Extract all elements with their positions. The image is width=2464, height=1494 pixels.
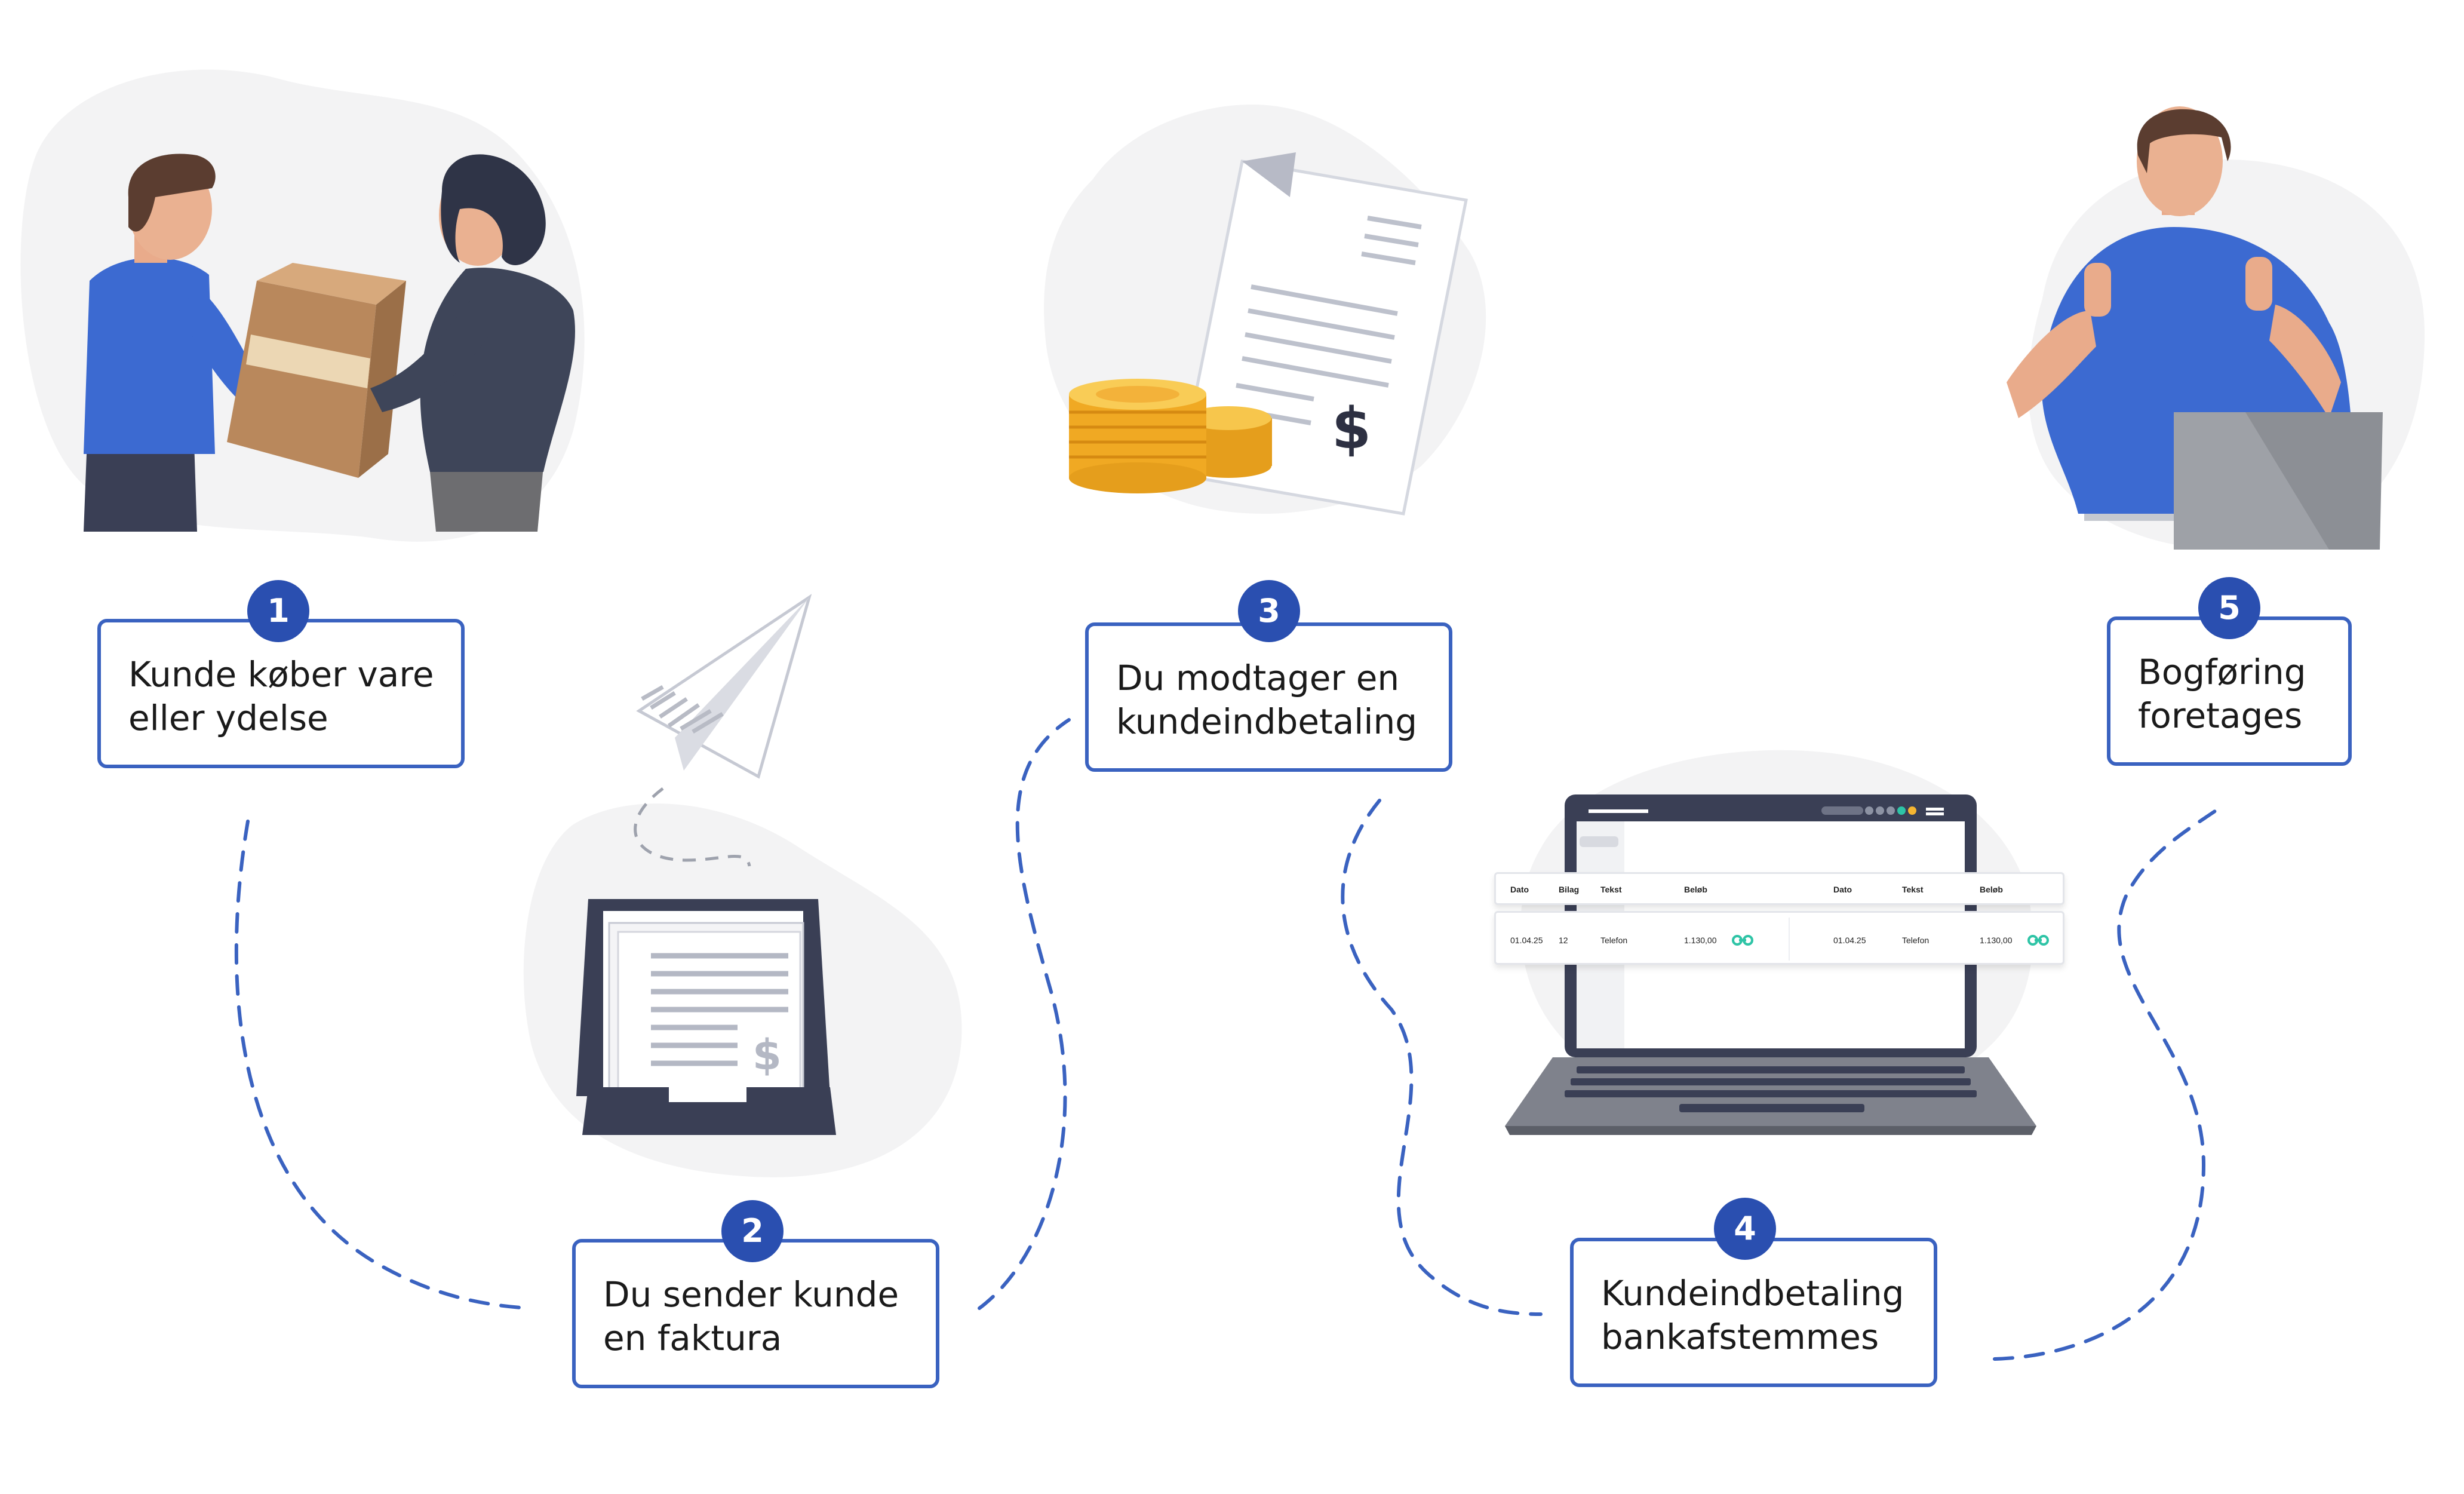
- step-1-description: Kunde køber vare eller ydelse: [128, 654, 434, 738]
- step-5-badge: 5: [2198, 577, 2260, 639]
- step-3-description: Du modtager en kundeindbetaling: [1116, 658, 1418, 742]
- step-3-box: Du modtager en kundeindbetaling: [1085, 622, 1452, 772]
- header-date: Dato: [1510, 885, 1529, 894]
- step-4-badge: 4: [1714, 1198, 1776, 1260]
- header-text: Tekst: [1600, 885, 1622, 894]
- reconciliation-table-row: 01.04.25 12 Telefon 1.130,00 01.04.25 Te…: [1494, 911, 2064, 965]
- row-voucher: 12: [1559, 935, 1568, 945]
- header-bank-amount: Beløb: [1980, 885, 2003, 894]
- coin-stack-icon: [1069, 379, 1272, 493]
- header-amount: Beløb: [1684, 885, 1707, 894]
- step-4-description: Kundeindbetaling bankafstemmes: [1601, 1273, 1904, 1357]
- svg-text:$: $: [752, 1030, 782, 1079]
- svg-text:$: $: [1332, 396, 1371, 462]
- thumbs-up-man-illustration: [2007, 106, 2425, 550]
- step-5-description: Bogføring foretages: [2138, 652, 2306, 736]
- paper-plane-icon: [634, 594, 812, 867]
- step-2-badge: 2: [721, 1200, 784, 1262]
- invoice-tray-icon: $: [576, 899, 836, 1135]
- invoice-tray-illustration: $: [523, 594, 962, 1177]
- step-2-box: Du sender kunde en faktura: [572, 1239, 939, 1388]
- step-1-box: Kunde køber vare eller ydelse: [97, 619, 465, 768]
- step-2-description: Du sender kunde en faktura: [603, 1274, 899, 1358]
- step-5-box: Bogføring foretages: [2107, 616, 2352, 766]
- row-bank-text: Telefon: [1902, 935, 1930, 945]
- link-match-icon: [1732, 935, 1753, 946]
- header-bank-date: Dato: [1833, 885, 1852, 894]
- step-4-box: Kundeindbetaling bankafstemmes: [1570, 1238, 1937, 1387]
- header-voucher: Bilag: [1559, 885, 1580, 894]
- reconciliation-table-header: Dato Bilag Tekst Beløb Dato Tekst Beløb: [1494, 872, 2064, 905]
- invoice-coins-illustration: $: [1044, 105, 1486, 516]
- row-text: Telefon: [1600, 935, 1628, 945]
- header-bank-text: Tekst: [1902, 885, 1924, 894]
- link-match-icon: [2027, 935, 2049, 946]
- dashed-connectors: [234, 718, 2223, 1361]
- row-bank-date: 01.04.25: [1833, 935, 1866, 945]
- row-bank-amount: 1.130,00: [1980, 935, 2013, 945]
- row-divider: [1789, 918, 1790, 961]
- row-amount: 1.130,00: [1684, 935, 1717, 945]
- step-1-badge: 1: [247, 580, 309, 642]
- step-3-badge: 3: [1238, 580, 1300, 642]
- people-handing-box-illustration: [20, 69, 585, 542]
- row-date: 01.04.25: [1510, 935, 1543, 945]
